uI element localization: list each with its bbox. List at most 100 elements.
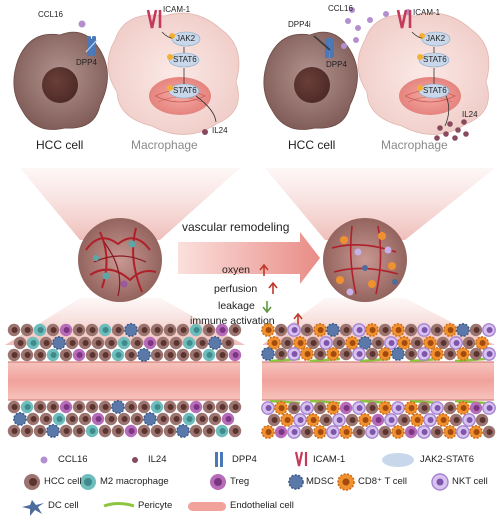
nkt-cell <box>352 347 366 361</box>
hcc-cell <box>339 347 353 361</box>
hcc-cell <box>169 412 183 426</box>
hcc-cell <box>287 401 301 415</box>
hcc-cell <box>46 400 60 414</box>
m2-macrophage <box>46 348 60 362</box>
hcc-cell <box>228 424 242 438</box>
hcc-cell <box>221 336 235 350</box>
mdsc-cell <box>13 412 27 426</box>
hcc-cell <box>176 400 190 414</box>
legend-m2-macrophage: M2 macrophage <box>100 476 169 487</box>
hcc-cell <box>280 336 294 350</box>
hcc-cell <box>104 412 118 426</box>
hcc-cell <box>169 336 183 350</box>
hcc-cell <box>469 347 483 361</box>
m2-macrophage <box>98 323 112 337</box>
hcc-cell <box>72 323 86 337</box>
nkt-cell <box>326 425 340 439</box>
cd8-t-cell <box>443 425 457 439</box>
nkt-cell <box>287 323 301 337</box>
hcc-cell <box>378 323 392 337</box>
hcc-cell <box>85 348 99 362</box>
nkt-cell <box>384 413 398 427</box>
hcc-cell <box>365 347 379 361</box>
cd8-t-cell <box>365 323 379 337</box>
cd8-t-cell <box>313 323 327 337</box>
hcc-cell <box>130 336 144 350</box>
nkt-cell <box>261 401 275 415</box>
legend-dc-cell: DC cell <box>48 500 79 511</box>
left-jak2-label: JAK2 <box>176 34 196 43</box>
m2-macrophage <box>215 424 229 438</box>
nkt-cell <box>430 401 444 415</box>
left-vessel-cells-bottom <box>7 400 242 438</box>
nkt-cell <box>482 323 496 337</box>
hcc-cell <box>202 424 216 438</box>
hcc-cell <box>46 323 60 337</box>
treg-cell <box>124 424 138 438</box>
hcc-cell <box>475 413 489 427</box>
hcc-cell <box>124 348 138 362</box>
hcc-cell <box>7 323 21 337</box>
left-hcc-cell-label: HCC cell <box>36 138 84 152</box>
cd8-t-cell <box>404 401 418 415</box>
nkt-cell <box>287 425 301 439</box>
treg-cell <box>72 348 86 362</box>
cd8-t-cell <box>261 323 275 337</box>
hcc-cell <box>313 401 327 415</box>
hcc-cell <box>20 424 34 438</box>
right-vessel-panel <box>262 357 494 405</box>
nkt-cell <box>287 347 301 361</box>
left-icam1-label: ICAM-1 <box>163 5 191 14</box>
hcc-cell <box>189 424 203 438</box>
hcc-cell <box>417 401 431 415</box>
hcc-cell <box>195 336 209 350</box>
legend-il24: IL24 <box>148 454 167 465</box>
hcc-cell <box>202 400 216 414</box>
legend-icam1: ICAM-1 <box>313 454 346 465</box>
cd8-t-cell <box>274 401 288 415</box>
cd8-t-cell <box>436 413 450 427</box>
hcc-cell <box>332 336 346 350</box>
hcc-cell <box>85 400 99 414</box>
left-ccl16-dot <box>78 20 86 28</box>
hcc-cell <box>33 400 47 414</box>
legend-hcc-cell: HCC cell <box>44 476 82 487</box>
hcc-cell <box>267 413 281 427</box>
treg-cell <box>371 413 385 427</box>
m2-macrophage <box>26 336 40 350</box>
icam1-receptor-icon <box>294 451 308 467</box>
hcc-cell <box>137 323 151 337</box>
hcc-cell <box>365 401 379 415</box>
hcc-cell <box>430 323 444 337</box>
left-dpp4-label: DPP4 <box>76 58 97 67</box>
right-stat6-label: STAT6 <box>423 55 447 64</box>
m2-macrophage <box>182 336 196 350</box>
hcc-cell <box>150 348 164 362</box>
right-hcc-cell-label: HCC cell <box>288 138 336 152</box>
right-vessel-cells-bottom <box>261 401 496 439</box>
hcc-cell <box>443 401 457 415</box>
hcc-cell <box>78 412 92 426</box>
hcc-cell <box>300 425 314 439</box>
nkt-cell <box>332 413 346 427</box>
right-icam1-label: ICAM-1 <box>413 8 441 17</box>
nkt-cell <box>293 413 307 427</box>
cd8-t-cell <box>423 336 437 350</box>
left-il24-label: IL24 <box>212 126 228 135</box>
cd8-t-cell <box>267 336 281 350</box>
nkt-cell <box>365 425 379 439</box>
nkt-cell <box>417 347 431 361</box>
legend-nkt-cell: NKT cell <box>452 476 488 487</box>
treg-cell <box>215 323 229 337</box>
treg-icon <box>210 474 226 490</box>
cd8-t-cell <box>397 336 411 350</box>
effect-arrows <box>259 263 303 325</box>
hcc-cell <box>436 336 450 350</box>
left-dpp4-receptor <box>85 36 98 56</box>
right-vessel-cells-top <box>261 323 496 361</box>
nkt-cell <box>417 425 431 439</box>
hcc-cell <box>72 424 86 438</box>
treg-cell <box>91 412 105 426</box>
nkt-cell <box>319 336 333 350</box>
right-tumor-mass <box>323 218 407 302</box>
